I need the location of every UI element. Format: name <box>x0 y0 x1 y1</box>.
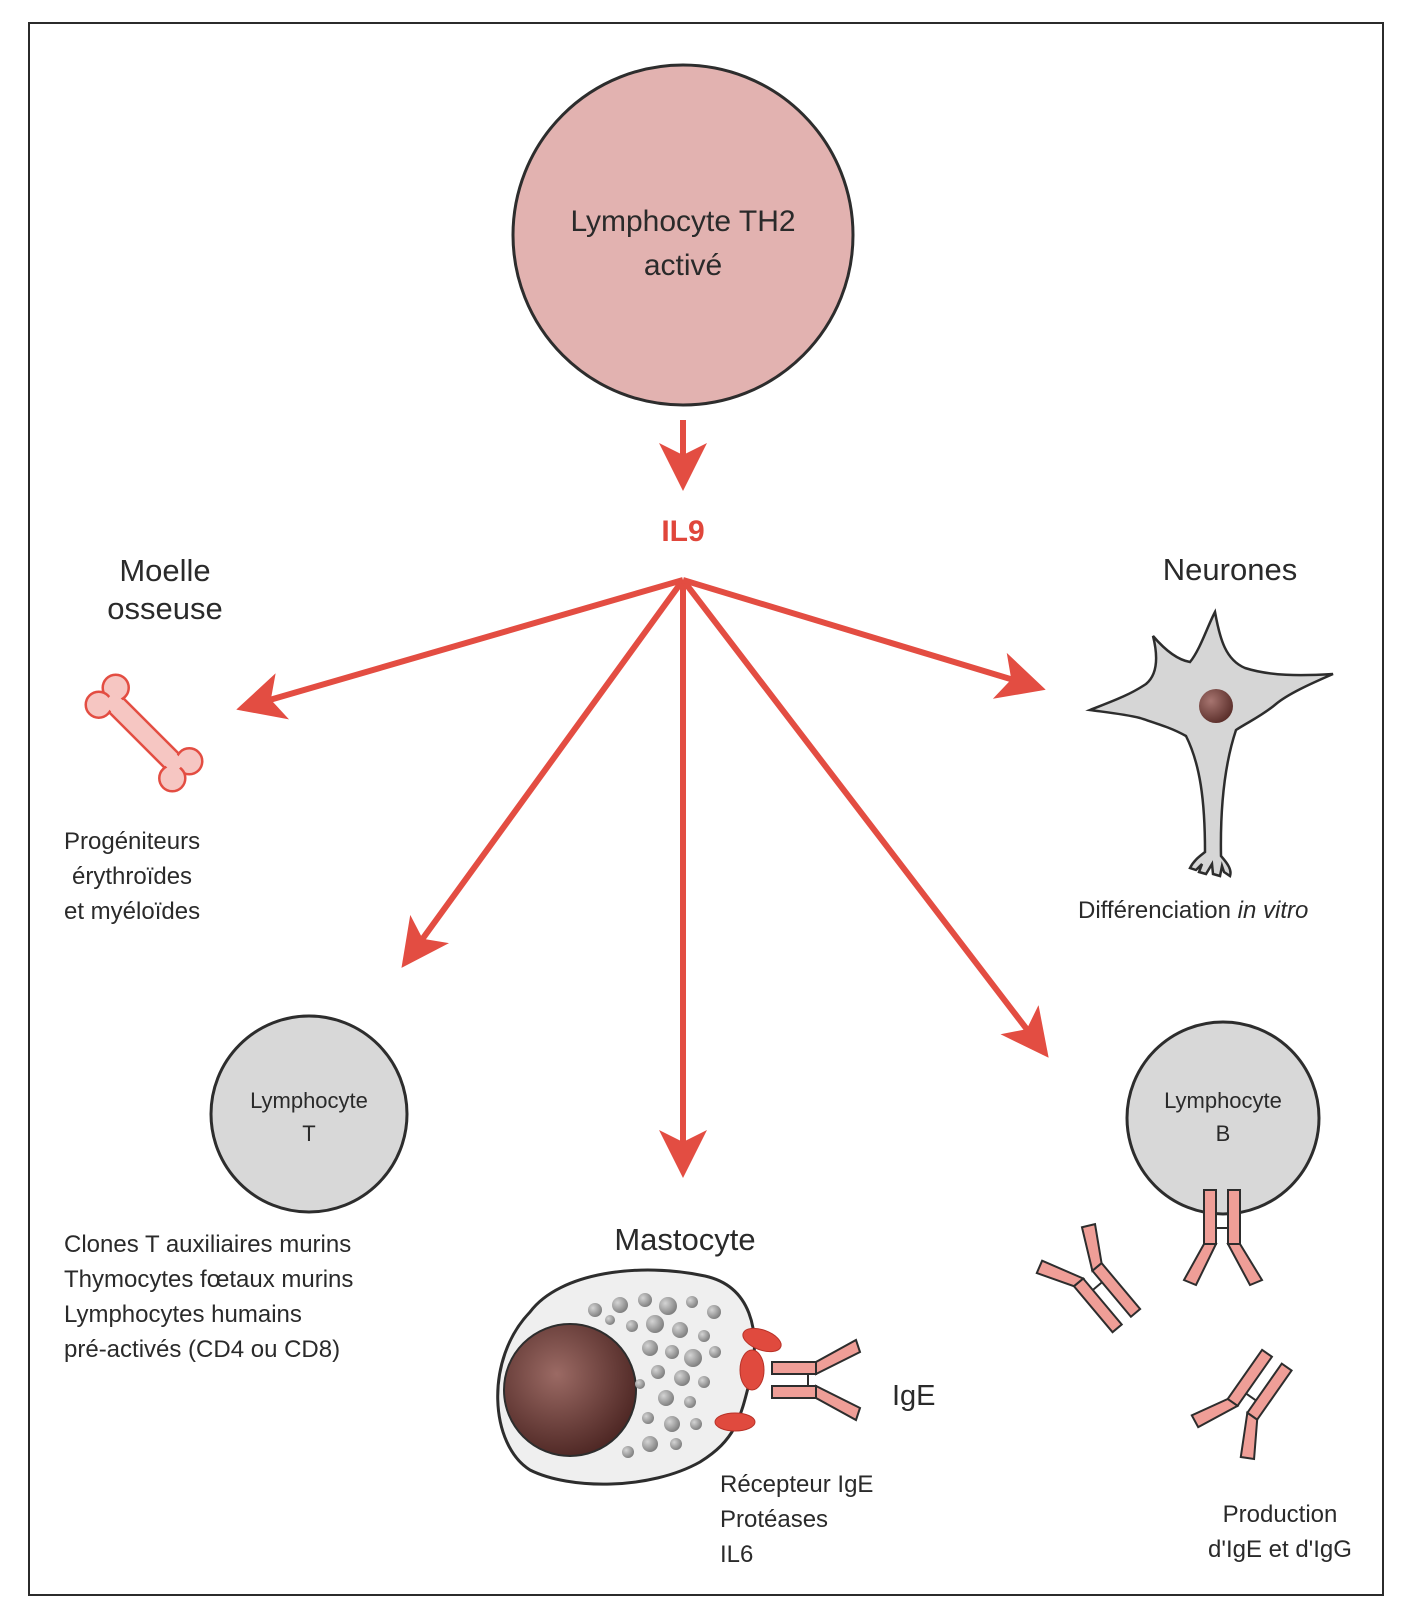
b-cell <box>1125 1020 1321 1216</box>
free-antibody-1 <box>1035 1222 1142 1334</box>
b-cell-label: Lymphocyte B <box>1127 1084 1319 1150</box>
t-cell-desc-line: pré-activés (CD4 ou CD8) <box>64 1336 341 1363</box>
figure-frame <box>28 22 1384 1596</box>
b-cell-antibody <box>1182 1189 1264 1287</box>
bone-marrow-desc-line: et myéloïdes <box>64 898 201 925</box>
th2-label-line2: activé <box>643 249 723 282</box>
mast-cell-nucleus <box>503 1323 637 1457</box>
il9-label: IL9 <box>661 515 705 548</box>
ige-receptors <box>714 1327 782 1432</box>
ige-label: IgE <box>892 1380 936 1412</box>
neurons-title: Neurones <box>1162 552 1298 587</box>
arrow-to-bone-marrow <box>236 577 684 720</box>
t-cell-desc-line: Clones T auxiliaires murins <box>64 1231 352 1258</box>
t-cell-label-line1: Lymphocyte <box>250 1088 368 1113</box>
t-cell-label-line2: T <box>302 1121 316 1146</box>
bone-marrow-desc-line: Progéniteurs <box>64 828 201 855</box>
arrow-to-b-cell <box>680 578 1049 1058</box>
mast-cell-desc-line: Protéases <box>720 1506 829 1533</box>
bone-marrow-desc-line: érythroïdes <box>72 863 193 890</box>
neuron-icon <box>1085 608 1334 878</box>
b-cell-label-line1: Lymphocyte <box>1164 1088 1282 1113</box>
b-cell-label-line2: B <box>1215 1121 1231 1146</box>
t-cell <box>209 1014 409 1214</box>
mast-cell-desc-line: Récepteur IgE <box>720 1471 874 1498</box>
t-cell-desc: Clones T auxiliaires murins Thymocytes f… <box>64 1227 353 1367</box>
arrow-to-neurons <box>682 577 1046 699</box>
bone-marrow-title-line2: osseuse <box>107 591 223 626</box>
neurons-desc-plain: Différenciation <box>1078 897 1238 924</box>
bone-icon <box>84 673 204 793</box>
th2-cell <box>511 63 855 407</box>
b-cell-desc-line: d'IgE et d'IgG <box>1208 1536 1352 1563</box>
mast-cell-ige <box>771 1338 862 1422</box>
mast-cell-desc-line: IL6 <box>720 1541 754 1568</box>
mast-cell-title: Mastocyte <box>614 1222 756 1257</box>
t-cell-desc-line: Lymphocytes humains <box>64 1301 302 1328</box>
arrow-to-t-cell <box>401 578 686 968</box>
free-antibody-2 <box>1190 1348 1293 1461</box>
th2-label-line1: Lymphocyte TH2 <box>570 205 796 238</box>
bone-marrow-desc: Progéniteurs érythroïdes et myéloïdes <box>64 824 200 929</box>
bone-marrow-title-line1: Moelle <box>119 553 211 588</box>
t-cell-desc-line: Thymocytes fœtaux murins <box>64 1266 354 1293</box>
neurons-desc-italic: in vitro <box>1237 897 1309 924</box>
th2-cell-label: Lymphocyte TH2 activé <box>513 200 853 288</box>
neurons-desc: Différenciation in vitro <box>1078 893 1308 928</box>
bone-marrow-title: Moelle osseuse <box>70 552 260 628</box>
mast-cell-desc: Récepteur IgE Protéases IL6 <box>720 1467 873 1572</box>
neuron-nucleus <box>1199 689 1233 723</box>
b-cell-desc: Production d'IgE et d'IgG <box>1180 1497 1380 1567</box>
t-cell-label: Lymphocyte T <box>211 1084 407 1150</box>
b-cell-desc-line: Production <box>1222 1501 1338 1528</box>
il9-arrows <box>236 577 1049 1178</box>
mast-cell-granules <box>588 1293 721 1458</box>
